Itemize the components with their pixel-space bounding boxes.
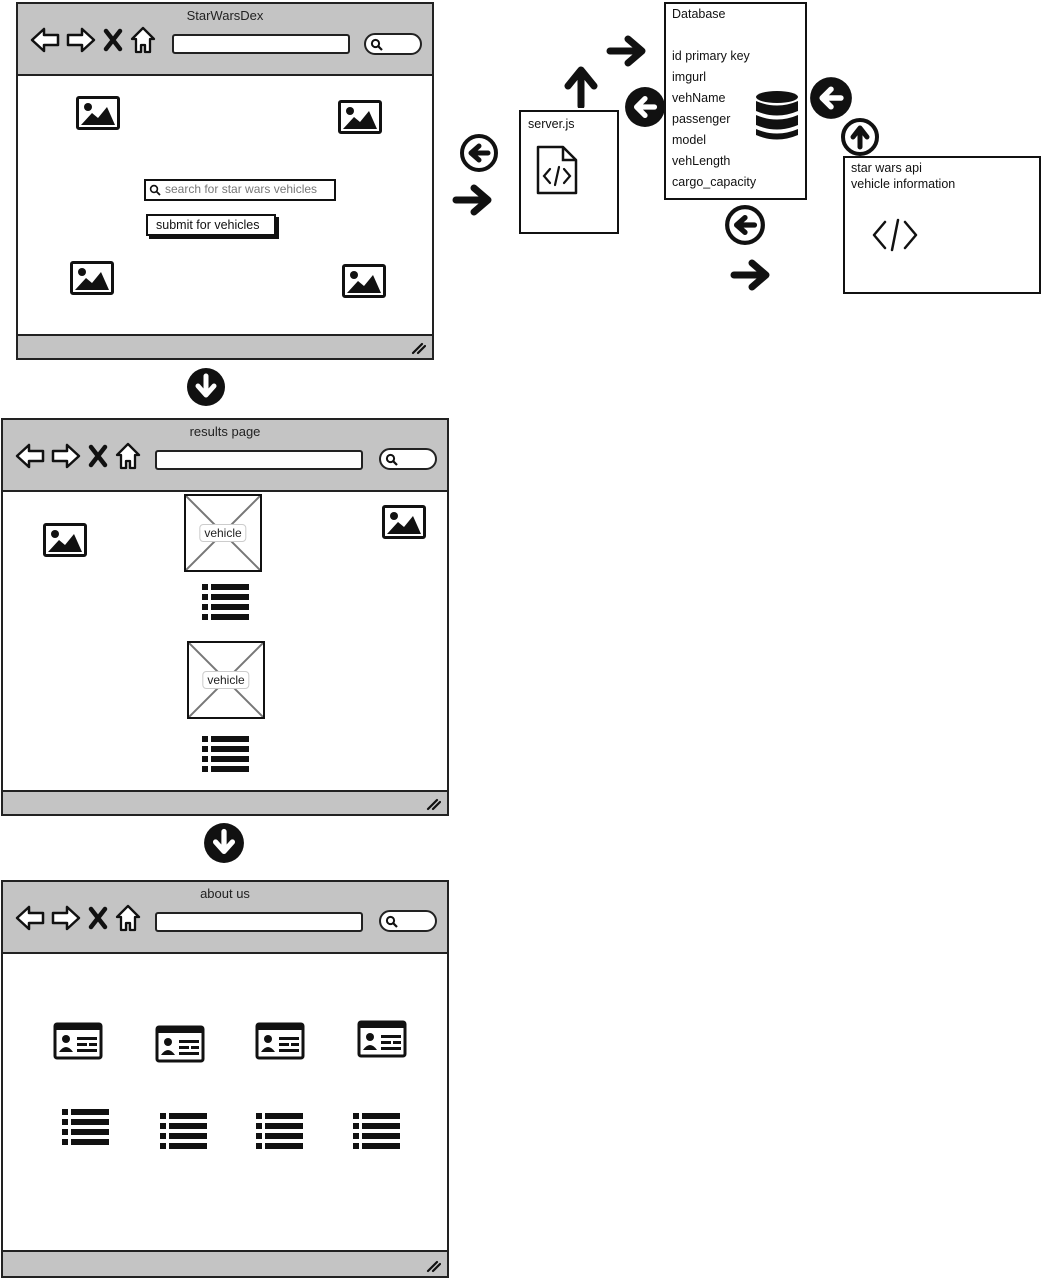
browser-search-field[interactable]	[379, 910, 437, 932]
search-icon	[385, 915, 398, 928]
list-icon	[255, 1111, 305, 1156]
database-field: passenger	[672, 112, 731, 126]
browser-window-home: StarWarsDex search for star wars vehicle…	[16, 2, 434, 360]
url-bar[interactable]	[155, 912, 363, 932]
image-icon	[338, 100, 382, 134]
status-bar	[3, 790, 447, 814]
arrow-left-circle-icon	[624, 86, 666, 133]
api-label-line2: vehicle information	[851, 177, 956, 191]
vehicle-label: vehicle	[199, 524, 247, 542]
list-icon	[61, 1107, 111, 1152]
star-wars-api-box: star wars api vehicle information	[843, 156, 1041, 294]
browser-toolbar: StarWarsDex	[18, 4, 432, 76]
back-arrow-icon[interactable]	[30, 26, 60, 59]
flow-arrow-down	[203, 822, 245, 869]
database-box: Database id primary key imgurl vehName p…	[664, 2, 807, 200]
search-icon	[370, 38, 383, 51]
close-icon[interactable]	[87, 444, 109, 473]
database-field: cargo_capacity	[672, 175, 757, 189]
code-icon	[872, 218, 918, 252]
status-bar	[3, 1250, 447, 1276]
flow-arrow-down	[186, 367, 226, 412]
list-icon	[201, 582, 251, 627]
resize-grip-icon[interactable]	[425, 797, 441, 811]
browser-title: StarWarsDex	[186, 8, 264, 23]
server-label: server.js	[528, 117, 575, 131]
resize-grip-icon[interactable]	[410, 341, 426, 355]
arrow-right-icon	[730, 254, 774, 301]
arrow-left-circle-icon	[809, 76, 853, 125]
arrow-left-circle-icon	[459, 133, 499, 178]
browser-title: about us	[200, 886, 250, 901]
vehicle-image-placeholder[interactable]: vehicle	[187, 641, 265, 719]
search-placeholder: search for star wars vehicles	[165, 182, 318, 196]
browser-window-about: about us	[1, 880, 449, 1278]
close-icon[interactable]	[102, 28, 124, 57]
submit-button-label: submit for vehicles	[156, 218, 260, 232]
forward-arrow-icon[interactable]	[51, 442, 81, 475]
list-icon	[201, 734, 251, 779]
arrow-right-icon	[452, 180, 496, 225]
list-icon	[352, 1111, 402, 1156]
database-field: model	[672, 133, 707, 147]
vehicle-label: vehicle	[202, 671, 250, 689]
database-field: vehLength	[672, 154, 731, 168]
browser-toolbar: results page	[3, 420, 447, 492]
image-icon	[76, 96, 120, 130]
image-icon	[342, 264, 386, 298]
url-bar[interactable]	[172, 34, 350, 54]
home-icon[interactable]	[115, 904, 141, 937]
search-icon	[385, 453, 398, 466]
server-js-box: server.js	[519, 110, 619, 234]
vehicle-search-input[interactable]: search for star wars vehicles	[144, 179, 336, 201]
submit-vehicles-button[interactable]: submit for vehicles	[146, 214, 276, 236]
code-file-icon	[536, 145, 578, 195]
back-arrow-icon[interactable]	[15, 904, 45, 937]
url-bar[interactable]	[155, 450, 363, 470]
resize-grip-icon[interactable]	[425, 1259, 441, 1273]
browser-window-results: results page vehicle vehicle	[1, 418, 449, 816]
browser-toolbar: about us	[3, 882, 447, 954]
arrow-left-circle-icon	[724, 204, 766, 251]
id-card-icon	[255, 1022, 305, 1065]
api-label-line1: star wars api	[851, 161, 922, 175]
database-title: Database	[672, 7, 726, 21]
database-field: id primary key	[672, 49, 750, 63]
close-icon[interactable]	[87, 906, 109, 935]
browser-search-field[interactable]	[364, 33, 422, 55]
browser-title: results page	[189, 424, 261, 439]
arrow-up-circle-icon	[840, 117, 880, 162]
search-icon	[149, 184, 161, 196]
home-icon[interactable]	[130, 26, 156, 59]
browser-search-field[interactable]	[379, 448, 437, 470]
database-icon	[756, 91, 798, 140]
id-card-icon	[53, 1022, 103, 1065]
back-arrow-icon[interactable]	[15, 442, 45, 475]
list-icon	[159, 1111, 209, 1156]
id-card-icon	[357, 1020, 407, 1063]
arrow-right-icon	[606, 30, 650, 77]
status-bar	[18, 334, 432, 358]
database-field: vehName	[672, 91, 726, 105]
arrow-up-icon	[560, 64, 602, 113]
home-icon[interactable]	[115, 442, 141, 475]
image-icon	[70, 261, 114, 295]
forward-arrow-icon[interactable]	[51, 904, 81, 937]
image-icon	[43, 523, 87, 557]
id-card-icon	[155, 1025, 205, 1068]
vehicle-image-placeholder[interactable]: vehicle	[184, 494, 262, 572]
image-icon	[382, 505, 426, 539]
forward-arrow-icon[interactable]	[66, 26, 96, 59]
database-field: imgurl	[672, 70, 707, 84]
